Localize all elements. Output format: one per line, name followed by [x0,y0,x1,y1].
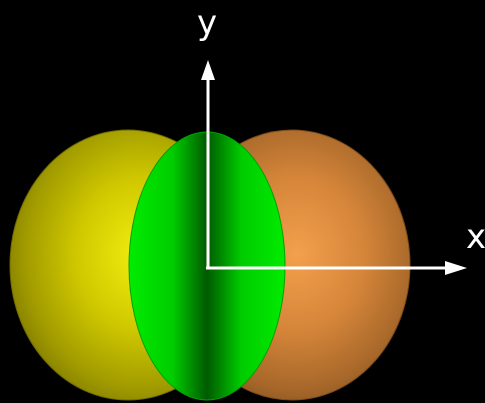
y-axis-label: y [197,3,217,43]
y-axis-arrowhead [201,60,215,80]
x-axis-arrowhead [445,261,467,275]
x-axis-label: x [466,217,485,257]
